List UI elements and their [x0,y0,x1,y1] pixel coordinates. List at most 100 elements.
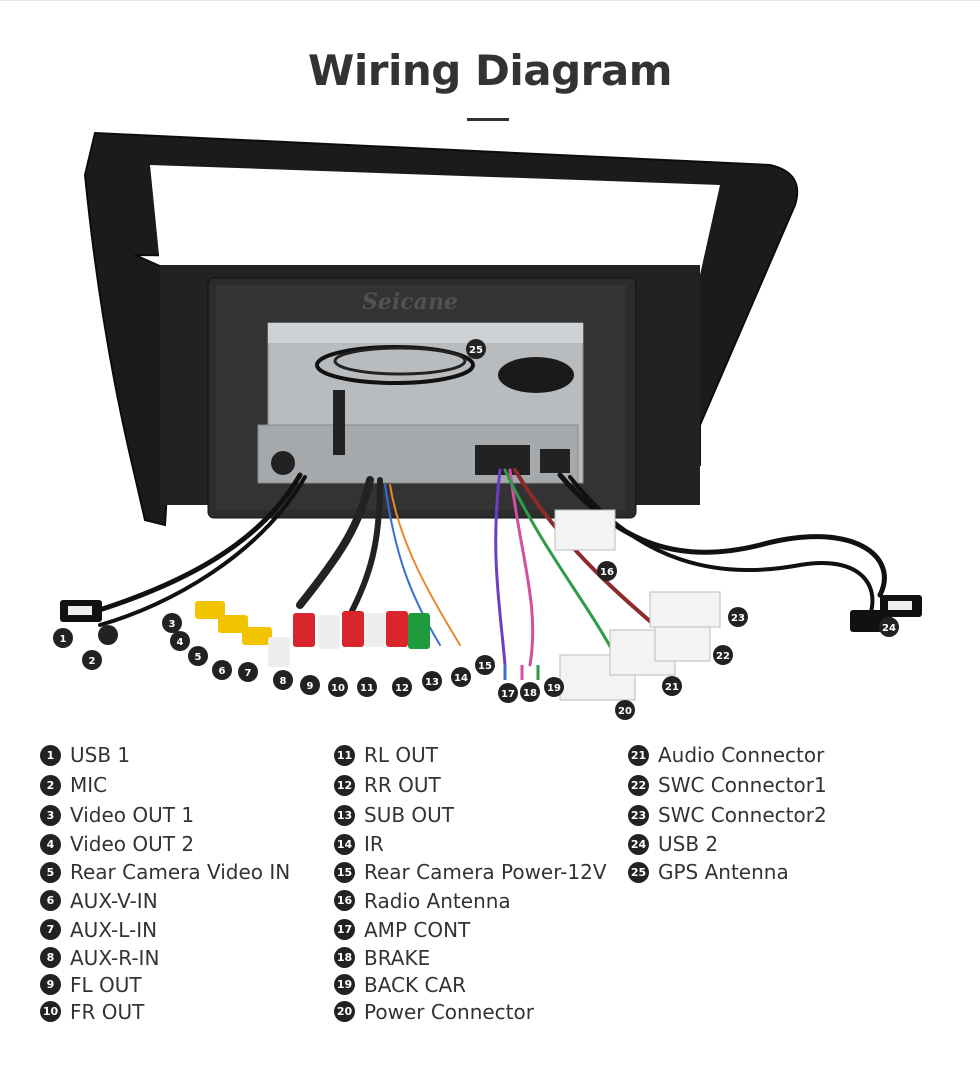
legend-item: 6 AUX-V-IN [40,886,290,915]
svg-text:3: 3 [169,619,176,630]
legend-label: Audio Connector [658,743,825,767]
legend-label: Rear Camera Power-12V [364,860,607,884]
gps-puck-icon [498,357,574,393]
legend-number: 5 [40,861,61,883]
harness-wires-3 [513,468,662,632]
svg-text:1: 1 [60,634,67,645]
svg-text:12: 12 [395,683,409,694]
marker-9: 9 [300,675,320,695]
av-bundle-2 [347,477,383,618]
marker-1: 1 [53,628,73,648]
legend-label: MIC [70,773,108,797]
legend-number: 7 [40,919,61,940]
rca-plugs [195,601,430,667]
legend-number: 24 [628,833,649,855]
marker-5: 5 [188,646,208,666]
svg-text:25: 25 [469,345,483,356]
usb2-port [888,601,912,610]
harness-wires-4 [503,468,622,667]
page-title: Wiring Diagram [308,46,672,95]
legend-label: Rear Camera Video IN [70,860,291,884]
marker-21: 21 [662,676,682,696]
svg-text:19: 19 [547,683,561,694]
marker-12: 12 [392,677,412,697]
legend-item: 22 SWC Connector1 [628,770,827,800]
legend-number: 19 [334,974,355,995]
legend-label: Power Connector [364,999,534,1024]
legend-item: 15 Rear Camera Power-12V [334,858,607,886]
marker-3: 3 [162,613,182,633]
marker-16: 16 [597,561,617,581]
svg-text:4: 4 [177,637,184,648]
antenna-plug [333,390,345,455]
legend-label: BRAKE [364,945,431,970]
legend-number: 3 [40,804,61,826]
main-harness-socket [475,445,530,475]
usb2-cable-b [568,475,875,617]
marker-6: 6 [212,660,232,680]
legend-item: 5 Rear Camera Video IN [40,858,290,886]
legend-number: 21 [628,744,649,766]
legend-label: AUX-L-IN [70,917,158,942]
legend-number: 6 [40,890,61,911]
svg-text:10: 10 [331,683,345,694]
svg-text:23: 23 [731,613,745,624]
harness-wires [494,468,507,667]
legend-number: 22 [628,774,649,796]
orange-wire [389,484,461,646]
marker-14: 14 [451,667,471,687]
legend-label: AUX-R-IN [70,945,160,970]
legend-label: RR OUT [364,773,441,797]
marker-18: 18 [520,682,540,702]
svg-text:21: 21 [665,682,679,693]
marker-4: 4 [170,631,190,651]
harness-wires-2 [508,468,535,667]
marker-17: 17 [498,683,518,703]
legend-number: 11 [334,744,355,766]
radio-antenna-connector [554,509,616,551]
marker-2: 2 [82,650,102,670]
marker-10: 10 [328,677,348,697]
legend-number: 15 [334,861,355,883]
title-underline [467,118,509,121]
legend-label: GPS Antenna [658,860,789,884]
top-divider [0,0,980,1]
usb1-cable [87,472,303,616]
legend-label: SWC Connector2 [658,803,827,827]
svg-text:9: 9 [307,681,314,692]
legend-label: SWC Connector1 [658,773,827,797]
legend-label: IR [364,832,384,856]
svg-text:24: 24 [882,623,896,634]
legend-label: AUX-V-IN [70,888,158,913]
marker-11: 11 [357,677,377,697]
legend-number: 25 [628,861,649,883]
marker-23: 23 [728,607,748,627]
legend-label: FR OUT [70,999,145,1024]
antenna-socket [540,449,570,473]
marker-24: 24 [879,617,899,637]
svg-text:6: 6 [219,666,226,677]
marker-7: 7 [238,662,258,682]
legend-number: 9 [40,974,61,995]
rca-green [408,613,430,649]
callout-markers: 1 2 3 4 5 6 7 8 9 10 11 12 13 14 15 16 1… [53,339,899,720]
svg-text:20: 20 [618,706,632,717]
rca-red-1 [293,613,315,647]
rca-yellow-1 [195,601,225,619]
svg-text:13: 13 [425,677,439,688]
marker-19: 19 [544,677,564,697]
svg-text:15: 15 [478,661,492,672]
legend-label: AMP CONT [364,917,471,942]
legend-number: 14 [334,833,355,855]
